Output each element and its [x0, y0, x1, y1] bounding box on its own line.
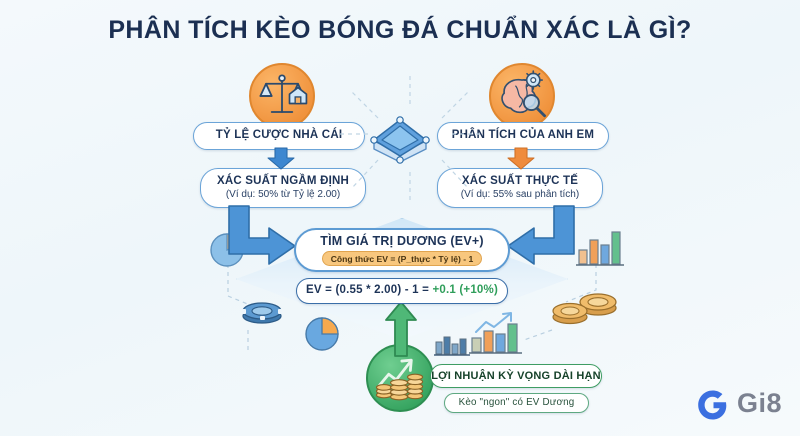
pie-chart-bottom-left: [305, 317, 339, 351]
scales-house-icon: [249, 63, 315, 129]
gold-coin-bottom-right: [552, 302, 588, 325]
implied-probability-example: (Ví dụ: 50% từ Tỷ lệ 2.00): [225, 189, 341, 201]
brand-name: Gi8: [736, 387, 782, 418]
analysis-to-real-arrow: [507, 147, 535, 170]
g-mark-icon: [698, 390, 727, 420]
bookmaker-to-implied-arrow: [267, 147, 295, 170]
implied-probability-title: XÁC SUẤT NGẦM ĐỊNH: [216, 174, 349, 187]
bar-chart-top-center: [434, 336, 470, 356]
implied-probability-box[interactable]: XÁC SUẤT NGẦM ĐỊNH (Ví dụ: 50% từ Tỷ lệ …: [200, 168, 366, 208]
poker-chip-left: [242, 302, 282, 324]
bookmaker-odds-box[interactable]: TỶ LỆ CƯỢC NHÀ CÁI: [193, 122, 365, 150]
good-bet-note-label: Kèo "ngon" có EV Dương: [458, 397, 575, 409]
ev-calculation-text: EV = (0.55 * 2.00) - 1 = +0.1 (+10%): [306, 284, 498, 297]
own-analysis-box[interactable]: PHÂN TÍCH CỦA ANH EM: [437, 122, 609, 150]
bar-chart-right: [576, 231, 624, 266]
long-term-profit-label: LỢI NHUẬN KỲ VỌNG DÀI HẠN: [431, 369, 601, 382]
expected-value-box[interactable]: TÌM GIÁ TRỊ DƯƠNG (EV+) Công thức EV = (…: [294, 228, 510, 272]
bar-chart-growth-bottom-right: [469, 312, 522, 354]
good-bet-note-box[interactable]: Kèo "ngon" có EV Dương: [444, 393, 589, 413]
outcome-to-ev-arrow: [385, 301, 417, 357]
brain-gear-magnifier-icon: [489, 63, 555, 129]
ev-calculation-prefix: EV = (0.55 * 2.00) - 1 =: [306, 284, 433, 297]
real-probability-example: (Ví dụ: 55% sau phân tích): [460, 189, 580, 201]
gold-coin-right: [579, 293, 617, 316]
expected-value-title: TÌM GIÁ TRỊ DƯƠNG (EV+): [320, 234, 484, 248]
ev-calculation-result: +0.1 (+10%): [432, 284, 498, 297]
brand-logo: Gi8: [696, 386, 782, 420]
real-probability-title: XÁC SUẤT THỰC TẾ: [461, 174, 579, 187]
bookmaker-odds-label: TỶ LỆ CƯỢC NHÀ CÁI: [215, 129, 343, 142]
implied-to-ev-arrow: [228, 205, 296, 265]
page-title: PHÂN TÍCH KÈO BÓNG ĐÁ CHUẨN XÁC LÀ GÌ?: [108, 16, 692, 44]
real-to-ev-arrow: [507, 205, 575, 265]
ev-calculation-box[interactable]: EV = (0.55 * 2.00) - 1 = +0.1 (+10%): [296, 278, 508, 304]
data-diamond-icon: [370, 116, 430, 164]
own-analysis-label: PHÂN TÍCH CỦA ANH EM: [451, 129, 595, 142]
long-term-profit-box[interactable]: LỢI NHUẬN KỲ VỌNG DÀI HẠN: [430, 364, 602, 388]
ev-formula-pill: Công thức EV = (P_thực * Tỷ lệ) - 1: [321, 251, 483, 267]
